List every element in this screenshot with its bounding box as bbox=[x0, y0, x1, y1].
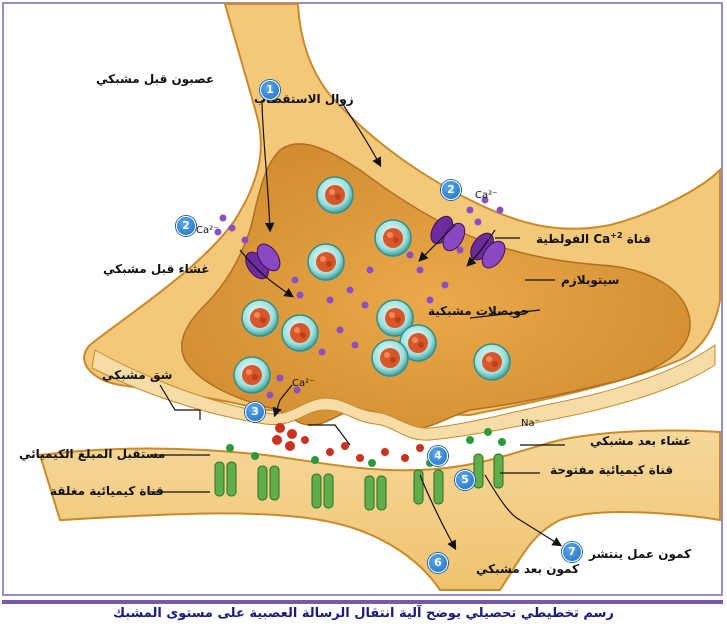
open-channel bbox=[473, 453, 504, 489]
leader-lines bbox=[150, 99, 565, 551]
step-1-badge: 1 bbox=[260, 80, 280, 100]
label-synaptic-vesicles: حويصلات مشبكية bbox=[428, 304, 530, 318]
vesicle bbox=[281, 314, 319, 352]
label-postsynaptic-potential: كمون بعد مشبكي bbox=[476, 562, 580, 576]
vesicle bbox=[371, 339, 409, 377]
closed-channel bbox=[257, 465, 280, 501]
calcium-ions bbox=[214, 196, 504, 399]
step-2-right-badge: 2 bbox=[441, 180, 461, 200]
label-postsynaptic-membrane: غشاء بعد مشبكي bbox=[590, 434, 692, 448]
label-open-channel: قناة كيميائية مفتوحة bbox=[550, 463, 674, 477]
label-presynaptic-membrane: غشاء قبل مشبكي bbox=[103, 262, 210, 276]
voltage-channel-charge: +2 bbox=[610, 231, 623, 240]
vesicle bbox=[399, 324, 437, 362]
closed-channel bbox=[364, 475, 387, 511]
closed-channel bbox=[214, 461, 237, 497]
chemical-channels bbox=[214, 453, 504, 511]
label-depolarization: زوال الاستقطاب bbox=[254, 92, 354, 106]
label-propagated-action-potential: كمون عمل ينتشر bbox=[589, 547, 692, 561]
caption-divider bbox=[2, 600, 723, 604]
vesicle bbox=[376, 299, 414, 337]
step-5-badge: 5 bbox=[455, 470, 475, 490]
label-closed-channel: قناة كيميائية مغلقة bbox=[50, 484, 164, 498]
voltage-channel-suffix: الفولطية bbox=[536, 232, 594, 246]
ion-ca-right: Ca²⁻ bbox=[475, 190, 498, 201]
label-cytoplasm: سيتوبلازم bbox=[561, 273, 620, 287]
ion-na: Na⁻ bbox=[521, 418, 540, 429]
diagram-frame bbox=[2, 2, 723, 596]
vesicle bbox=[473, 343, 511, 381]
open-channel bbox=[413, 469, 444, 505]
vesicle bbox=[233, 356, 271, 394]
closed-channel bbox=[311, 473, 334, 509]
vesicle bbox=[307, 243, 345, 281]
label-presynaptic-neuron: عصبون قبل مشبكي bbox=[96, 72, 215, 86]
ion-ca-bottom: Ca²⁻ bbox=[292, 378, 315, 389]
vesicle bbox=[241, 299, 279, 337]
voltage-ca-channel-right-1 bbox=[430, 215, 466, 252]
step-7-badge: 7 bbox=[562, 542, 582, 562]
step-6-badge: 6 bbox=[428, 553, 448, 573]
ion-ca-left: Ca²⁻ bbox=[196, 225, 219, 236]
vesicle bbox=[374, 219, 412, 257]
label-voltage-ca-channel: قناة Ca+2 الفولطية bbox=[536, 231, 651, 246]
voltage-channel-prefix: قناة bbox=[622, 232, 652, 246]
step-4-badge: 4 bbox=[428, 446, 448, 466]
step-3-badge: 3 bbox=[245, 402, 265, 422]
voltage-ca-channel-left bbox=[245, 243, 281, 280]
vesicles bbox=[233, 176, 511, 394]
label-chemical-receptor: مستقبل المبلغ الكيميائي bbox=[19, 447, 166, 461]
synapse-diagram bbox=[38, 3, 721, 591]
voltage-channel-ion: Ca bbox=[593, 232, 611, 246]
step-2-left-badge: 2 bbox=[176, 216, 196, 236]
vesicle bbox=[316, 176, 354, 214]
neurotransmitter-molecules bbox=[226, 423, 506, 467]
figure-caption: رسم تخطيطي تحصيلي يوضح آلية انتقال الرسا… bbox=[113, 606, 614, 621]
label-synaptic-cleft: شق مشبكي bbox=[102, 368, 173, 382]
